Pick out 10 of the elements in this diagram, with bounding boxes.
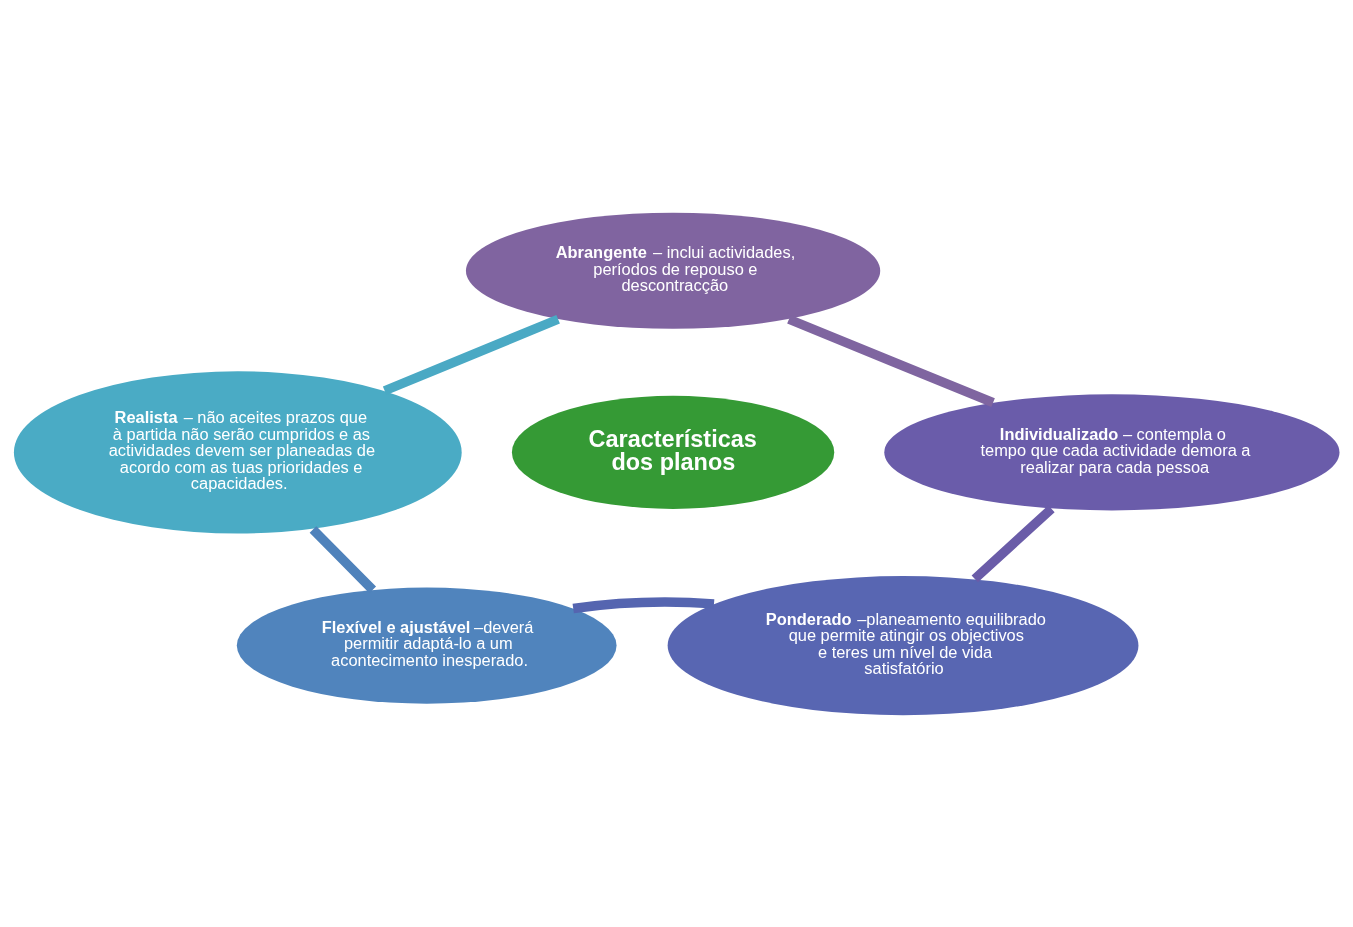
connector [572,596,715,613]
node-ellipse: Ponderado –planeamento equilibrado que permite atingir os objectivos e teres um nível de vida satisfatório [667,575,1139,715]
node-ellipse: Individualizado – contempla o tempo que cada actividade demora a realizar para cada pessoa [884,393,1340,510]
connector [382,314,560,395]
connector [787,314,995,407]
node-ellipse: Abrangente – inclui actividades, períodos de repouso e descontracção [465,212,881,329]
node-ellipse: Realista – não aceites prazos que à partida não serão cumpridos e as actividades devem ser planeadas de acordo com as tuas prioridades e capacidades. [13,370,462,533]
connector [309,525,377,593]
node-ellipse: Flexível e ajustável –deverá permitir adaptá-lo a um acontecimento inesperado. [236,587,617,704]
node-ellipse: Características dos planos [511,395,835,509]
